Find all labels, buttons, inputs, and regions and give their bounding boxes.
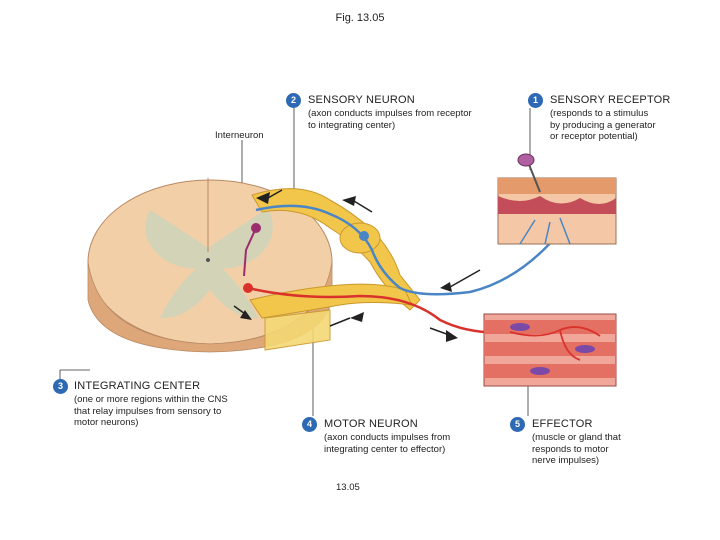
sensory-neuron-description: (axon conducts impulses from receptor to… <box>308 108 472 131</box>
integrating-center-description: (one or more regions within the CNS that… <box>74 394 228 428</box>
label-badge-4: 4 <box>302 417 317 432</box>
spinal-nerve <box>249 188 421 351</box>
label-badge-2: 2 <box>286 93 301 108</box>
effector-description: (muscle or gland that responds to motor … <box>532 432 621 466</box>
effector-heading: EFFECTOR <box>532 418 593 430</box>
figure-caption: 13.05 <box>336 482 360 493</box>
interneuron-label: Interneuron <box>215 130 264 141</box>
motor-neuron-heading: MOTOR NEURON <box>324 418 418 430</box>
impulse-direction-arrows <box>233 189 481 342</box>
sensory-receptor-heading: SENSORY RECEPTOR <box>550 94 671 106</box>
sensory-neuron-axon <box>255 204 561 296</box>
motor-neuron-axon <box>247 286 511 334</box>
motor-cell-body <box>243 283 253 293</box>
skin-receptor-block <box>497 153 617 245</box>
label-badge-5: 5 <box>510 417 525 432</box>
label-badge-1: 1 <box>528 93 543 108</box>
motor-neuron-description: (axon conducts impulses from integrating… <box>324 432 451 455</box>
integrating-center-heading: INTEGRATING CENTER <box>74 380 201 392</box>
sensory-neuron-heading: SENSORY NEURON <box>308 94 415 106</box>
sensory-cell-body <box>359 231 369 241</box>
effector-muscle-block <box>483 313 617 387</box>
sensory-receptor-description: (responds to a stimulus by producing a g… <box>550 108 656 142</box>
interneuron <box>243 223 261 277</box>
figure-title: Fig. 13.05 <box>335 12 385 24</box>
label-badge-3: 3 <box>53 379 68 394</box>
